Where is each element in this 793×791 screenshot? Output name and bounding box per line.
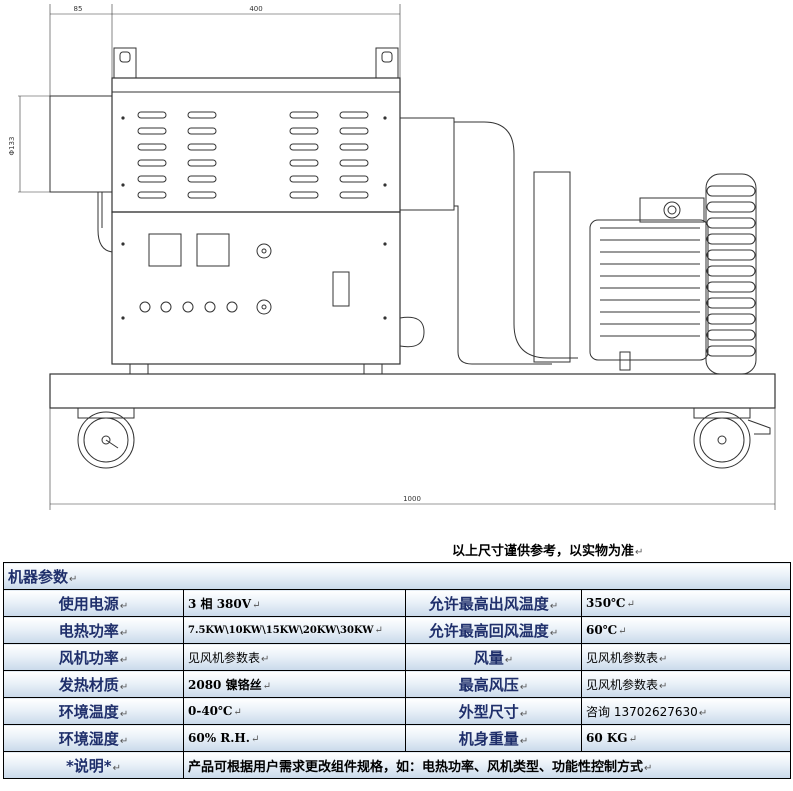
value-cell: 3 相 380V↵ [183,589,406,617]
value-cell: 60℃↵ [580,616,792,644]
label-cell: 外型尺寸↵ [405,697,582,725]
label-cell: 发热材质↵ [3,670,184,698]
label-cell: 环境湿度↵ [3,724,184,752]
table-remark-row: *说明*↵ 产品可根据用户需求更改组件规格，如：电热功率、风机类型、功能性控制方… [3,751,792,779]
dimension-note: 以上尺寸谨供参考，以实物为准↵ [452,544,644,559]
label-cell: 电热功率↵ [3,616,184,644]
value-cell: 2080 镍铬丝↵ [183,670,406,698]
table-row: 使用电源↵ 3 相 380V↵ 允许最高出风温度↵ 350℃↵ [3,589,792,617]
table-row: 电热功率↵ 7.5KW\10KW\15KW\20KW\30KW↵ 允许最高回风温… [3,616,792,644]
value-cell: 见风机参数表↵ [183,643,406,671]
table-header-row: 机器参数↵ [2,562,792,590]
value-cell: 0-40℃↵ [183,697,406,725]
dim-label-400: 400 [249,5,262,13]
label-cell: 允许最高回风温度↵ [405,616,582,644]
table-row: 环境温度↵ 0-40℃↵ 外型尺寸↵ 咨询 13702627630↵ [3,697,792,725]
machine-drawing: 85 400 Φ133 1000 [8,4,776,510]
dim-label-1000: 1000 [403,495,421,503]
value-cell: 咨询 13702627630↵ [580,697,792,725]
value-cell: 见风机参数表↵ [580,643,792,671]
dim-label-85: 85 [74,5,83,13]
value-cell: 350℃↵ [580,589,792,617]
label-cell: 风机功率↵ [3,643,184,671]
value-cell: 见风机参数表↵ [580,670,792,698]
remark-text: 产品可根据用户需求更改组件规格，如：电热功率、风机类型、功能性控制方式↵ [182,751,792,779]
spec-table: 机器参数↵ 使用电源↵ 3 相 380V↵ 允许最高出风温度↵ 350℃↵ 电热… [2,562,792,779]
label-cell: 最高风压↵ [405,670,582,698]
value-cell: 7.5KW\10KW\15KW\20KW\30KW↵ [183,616,406,644]
label-cell: 机身重量↵ [405,724,582,752]
table-row: 发热材质↵ 2080 镍铬丝↵ 最高风压↵ 见风机参数表↵ [3,670,792,698]
label-cell: 允许最高出风温度↵ [405,589,582,617]
table-header: 机器参数↵ [2,562,792,590]
value-cell: 60% R.H.↵ [183,724,406,752]
label-cell: 环境温度↵ [3,697,184,725]
value-cell: 60 KG↵ [580,724,792,752]
table-row: 风机功率↵ 见风机参数表↵ 风量↵ 见风机参数表↵ [3,643,792,671]
table-row: 环境湿度↵ 60% R.H.↵ 机身重量↵ 60 KG↵ [3,724,792,752]
label-cell: 使用电源↵ [3,589,184,617]
label-cell: 风量↵ [405,643,582,671]
dim-label-diameter: Φ133 [8,137,16,156]
remark-label: *说明*↵ [3,751,184,779]
